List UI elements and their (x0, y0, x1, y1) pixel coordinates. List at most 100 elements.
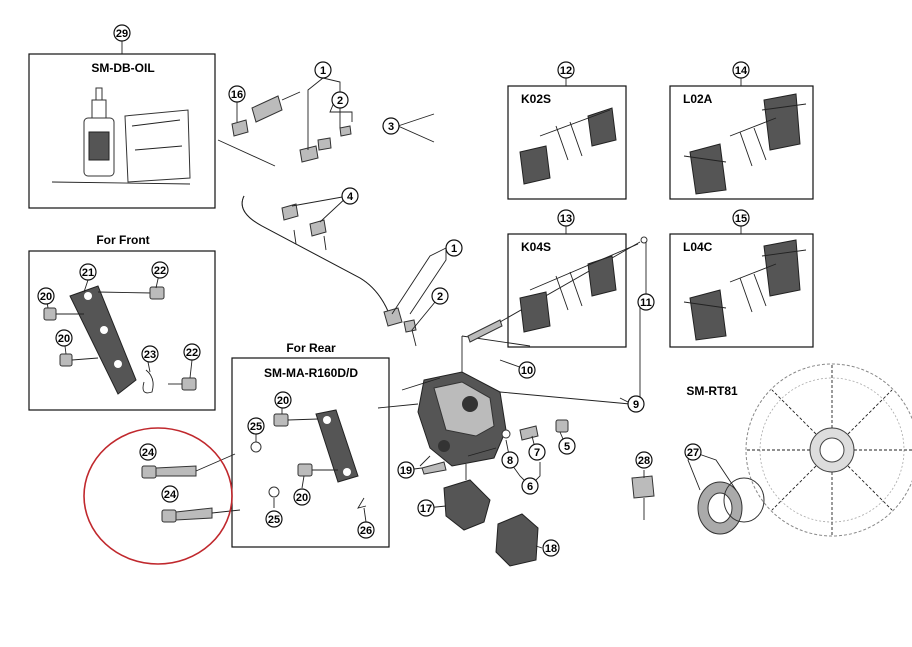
callout-number: 25 (268, 514, 280, 526)
callout-number: 29 (116, 28, 128, 40)
callout-1: 1 (445, 239, 463, 257)
callout-circle (542, 539, 560, 557)
callout-circle (293, 488, 311, 506)
callout-26: 26 (357, 521, 375, 539)
callout-number: 20 (277, 395, 289, 407)
caliper-small-parts (467, 419, 569, 457)
callout-number: 26 (360, 525, 372, 537)
callout-circle (557, 209, 575, 227)
callout-19: 19 (397, 461, 415, 479)
callout-circle (397, 461, 415, 479)
callout-circle (331, 91, 349, 109)
front-adapter-illustration (43, 285, 197, 395)
callout-number: 13 (560, 213, 572, 225)
callout-circle (518, 361, 536, 379)
callout-number: 2 (437, 291, 443, 303)
callout-number: 11 (640, 297, 652, 309)
callout-28: 28 (635, 451, 653, 469)
callout-number: 6 (527, 481, 533, 493)
callout-circle (357, 521, 375, 539)
callout-number: 23 (144, 349, 156, 361)
callout-number: 12 (560, 65, 572, 77)
pad-k02s-label: K02S (521, 92, 551, 106)
leader-lines (45, 40, 742, 549)
callout-22: 22 (151, 261, 169, 279)
callout-18: 18 (542, 539, 560, 557)
callout-circle (417, 499, 435, 517)
callout-circle (521, 477, 539, 495)
callout-circle (55, 329, 73, 347)
callout-25: 25 (265, 510, 283, 528)
callout-number: 7 (534, 447, 540, 459)
callout-11: 11 (637, 293, 655, 311)
callout-circle (274, 391, 292, 409)
callout-circle (558, 437, 576, 455)
callout-9: 9 (627, 395, 645, 413)
rear-adapter-box (231, 357, 390, 548)
callout-circle (732, 209, 750, 227)
caliper-illustration (377, 236, 648, 475)
rotor-illustration (631, 363, 912, 537)
pad-spring-and-spacer (443, 464, 539, 567)
callout-circle (528, 443, 546, 461)
callout-circle (265, 510, 283, 528)
callout-number: 27 (687, 447, 699, 459)
pad-l04c-illustration (683, 239, 807, 341)
bolt-illustrations (141, 453, 241, 523)
callout-20: 20 (293, 488, 311, 506)
callout-number: 21 (82, 267, 94, 279)
callout-number: 19 (400, 465, 412, 477)
callout-number: 5 (564, 441, 570, 453)
callout-10: 10 (518, 361, 536, 379)
callout-24: 24 (161, 485, 179, 503)
callout-21: 21 (79, 263, 97, 281)
callout-14: 14 (732, 61, 750, 79)
callout-number: 10 (521, 365, 533, 377)
pad-l02a-label: L02A (683, 92, 713, 106)
highlight-circle (83, 427, 233, 565)
callout-circle (228, 85, 246, 103)
callout-3: 3 (382, 117, 400, 135)
callout-number: 16 (231, 89, 243, 101)
callout-number: 9 (633, 399, 639, 411)
callout-24: 24 (139, 443, 157, 461)
callout-circle (113, 24, 131, 42)
callout-number: 25 (250, 421, 262, 433)
callout-number: 3 (388, 121, 394, 133)
callout-number: 2 (337, 95, 343, 107)
callout-circle (141, 345, 159, 363)
callout-circle (139, 443, 157, 461)
callout-12: 12 (557, 61, 575, 79)
callout-27: 27 (684, 443, 702, 461)
callout-2: 2 (431, 287, 449, 305)
callout-circle (247, 417, 265, 435)
callout-number: 20 (40, 291, 52, 303)
callout-7: 7 (528, 443, 546, 461)
callout-number: 8 (507, 455, 513, 467)
callout-number: 20 (296, 492, 308, 504)
front-label: For Front (96, 233, 149, 247)
callout-2: 2 (331, 91, 349, 109)
callout-number: 1 (451, 243, 457, 255)
callout-circle (151, 261, 169, 279)
callout-number: 24 (142, 447, 155, 459)
hose-illustration (217, 91, 417, 333)
callout-15: 15 (732, 209, 750, 227)
pad-k04s-illustration (519, 243, 639, 333)
rear-box-label: SM-MA-R160D/D (264, 366, 358, 380)
callout-number: 22 (186, 347, 198, 359)
callout-number: 28 (638, 455, 650, 467)
callout-number: 17 (420, 503, 432, 515)
callout-16: 16 (228, 85, 246, 103)
callout-13: 13 (557, 209, 575, 227)
callout-1: 1 (314, 61, 332, 79)
callout-5: 5 (558, 437, 576, 455)
rear-adapter-illustration (250, 409, 367, 509)
callout-20: 20 (37, 287, 55, 305)
callout-circle (183, 343, 201, 361)
callout-circle (37, 287, 55, 305)
callout-4: 4 (341, 187, 359, 205)
callout-circle (161, 485, 179, 503)
callout-number: 1 (320, 65, 326, 77)
callout-20: 20 (55, 329, 73, 347)
